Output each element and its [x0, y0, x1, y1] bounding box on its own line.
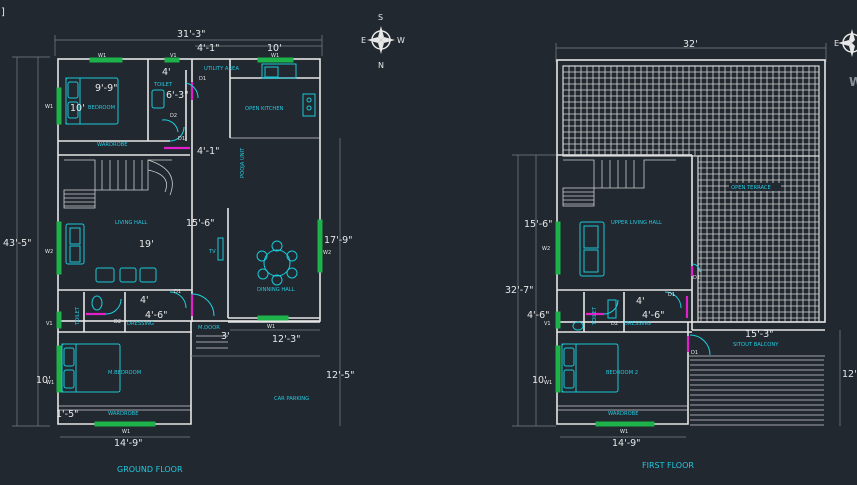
gf-room-kitchen: OPEN KITCHEN — [245, 106, 284, 112]
gf-dim-wardrobe-h: 1'-5" — [56, 409, 79, 420]
dining-table — [256, 240, 298, 286]
gf-dim-pooja-w: 4'-1" — [197, 146, 220, 157]
gf-room-pooja: POOJA UNIT — [240, 147, 246, 178]
gf-dim-living-w: 19' — [139, 239, 154, 250]
gf-tag-d1c: D1 — [174, 289, 181, 295]
compass-e-label: E — [361, 36, 366, 45]
gf-tag-w2a: W2 — [45, 249, 53, 255]
gf-dim-dining-h: 17'-9" — [324, 235, 353, 246]
gf-room-wardrobe-bottom: WARDROBE — [108, 411, 139, 417]
ff-room-living: UPPER LIVING HALL — [611, 220, 662, 226]
balcony-railing — [690, 359, 824, 426]
compass-s-label: S — [378, 13, 383, 22]
ff-title: FIRST FLOOR — [642, 461, 694, 470]
gf-room-dressing: DRESSING — [127, 321, 154, 327]
gf-dim-dressing-h: 4'-6" — [145, 310, 168, 321]
gf-dim-overall-width: 31'-3" — [177, 29, 206, 40]
ff-room-balcony: SITOUT BALCONY — [733, 342, 779, 348]
gf-dim-utility-w: 4'-1" — [197, 43, 220, 54]
ff-staircase — [562, 159, 676, 207]
compass-w-label: W — [397, 36, 405, 45]
cutoff-watermark: W — [849, 75, 857, 89]
gf-tag-w1f: W1 — [267, 324, 275, 330]
terrace-tile-grid — [562, 65, 820, 323]
gf-tag-d2a: D2 — [170, 113, 177, 119]
gf-staircase — [63, 159, 173, 209]
compass2-e-label: E — [834, 39, 839, 48]
gf-dim-kitchen-w: 10' — [267, 43, 282, 54]
first-floor-plan: 32' — [505, 39, 857, 470]
gf-tag-w1e: W1 — [122, 429, 130, 435]
ff-tag-w1b: W1 — [620, 429, 628, 435]
ff-dim-bed-w: 14'-9" — [612, 438, 641, 449]
gf-title: GROUND FLOOR — [117, 465, 183, 474]
gf-tag-w1b: W1 — [271, 53, 279, 59]
ground-floor-plan: 31'-3" 43'-5" — [3, 29, 355, 474]
gf-room-utility: UTILITY AREA — [204, 66, 239, 72]
compass-rose-ground: S N E W — [361, 13, 405, 70]
gf-tag-d2b: D2 — [114, 319, 121, 325]
gf-room-parking: CAR PARKING — [274, 396, 309, 402]
gf-tag-v1b: V1 — [46, 321, 53, 327]
ff-dim-balcony-h: 12' — [842, 369, 857, 380]
gf-room-mdoor: M.DOOR — [198, 325, 220, 331]
ff-room-bedroom: BEDROOM 2 — [606, 370, 638, 376]
ff-tag-w1a: W1 — [544, 380, 552, 386]
gf-dim-hall-w: 15'-6" — [186, 218, 215, 229]
compass-n-label: N — [378, 61, 384, 70]
gf-tag-v1a: V1 — [170, 53, 177, 59]
gf-tag-w1a: W1 — [98, 53, 106, 59]
gf-dim-door-w: 3' — [221, 331, 230, 342]
ff-dim-total-h: 32'-7" — [505, 285, 534, 296]
gf-room-dining: DINNING HALL — [257, 287, 295, 293]
ff-tag-d1b: D1 — [693, 275, 700, 281]
ff-tag-d1c: D1 — [691, 350, 698, 356]
gf-room-bedroom: BEDROOM — [88, 105, 115, 111]
ff-room-dressing: DRESSING — [624, 321, 651, 327]
gf-tag-w1c: W1 — [45, 104, 53, 110]
gf-dim-mbed-w: 14'-9" — [114, 438, 143, 449]
gf-dim-toilet-w: 4' — [162, 67, 171, 78]
gf-dim-overall-height: 43'-5" — [3, 238, 32, 249]
gf-room-wardrobe-top: WARDROBE — [97, 142, 128, 148]
gf-room-tv: TV — [208, 249, 216, 255]
ff-dim-overall-width: 32' — [683, 39, 698, 50]
gf-tag-w2b: W2 — [323, 250, 331, 256]
gf-dim-bedroom-h: 10' — [70, 103, 85, 114]
gf-tag-w1d: W1 — [46, 380, 54, 386]
gf-dim-mbed-h: 10' — [36, 375, 51, 386]
ff-room-toilet: TOILET — [592, 306, 598, 326]
ff-room-terrace: OPEN TERRACE — [731, 185, 771, 191]
gf-dim-bedroom-w: 9'-9" — [95, 83, 118, 94]
ff-tag-v1: V1 — [544, 321, 551, 327]
gf-room-mbedroom: M.BEDROOM — [108, 370, 141, 376]
ff-tag-d1a: D1 — [668, 292, 675, 298]
ff-dim-bed-h: 10' — [532, 375, 547, 386]
ff-tag-d2: D2 — [611, 321, 618, 327]
gf-dim-parking-h: 12'-5" — [326, 370, 355, 381]
ff-dim-balcony-w: 15'-3" — [745, 329, 774, 340]
ff-dim-dressing-left: 4'-6" — [527, 310, 550, 321]
ff-tag-w2: W2 — [542, 246, 550, 252]
ff-dim-stair-h: 15'-6" — [524, 219, 553, 230]
gf-tag-d1a: D1 — [199, 76, 206, 82]
gf-room-toilet2: TOILET — [75, 306, 81, 326]
ff-dim-dressing-h: 4'-6" — [642, 310, 665, 321]
compass-rose-first: E W — [834, 29, 857, 89]
gf-dim-toilet2-w: 4' — [140, 295, 149, 306]
gf-tag-d1b: D1 — [178, 136, 185, 142]
gf-room-living: LIVING HALL — [115, 220, 147, 226]
gf-dim-parking-w: 12'-3" — [272, 334, 301, 345]
gf-room-toilet: TOILET — [153, 82, 173, 88]
ff-dim-toilet-w: 4' — [636, 296, 645, 307]
corner-mark: ] — [1, 7, 5, 18]
ff-room-wardrobe: WARDROBE — [608, 411, 639, 417]
gf-dim-toilet-h: 6'-3" — [166, 90, 189, 101]
